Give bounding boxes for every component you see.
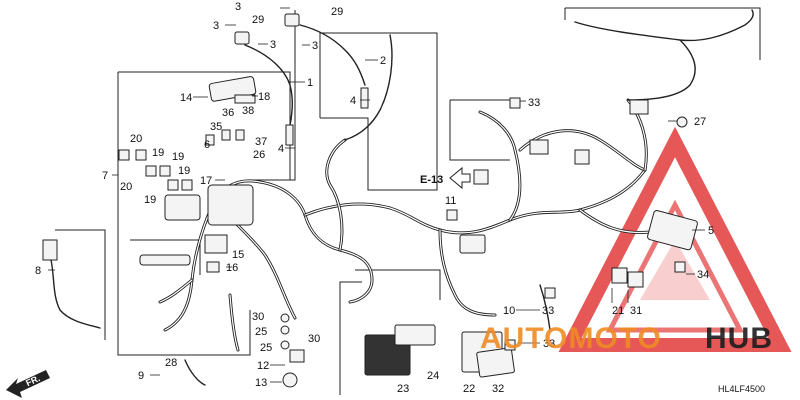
callout-14: 14	[180, 92, 192, 104]
sensor-wires	[49, 9, 754, 386]
callout-4b: 4	[350, 95, 356, 107]
components	[42, 13, 698, 388]
callout-10: 10	[503, 305, 515, 317]
watermark-text: AUTOMOTO HUB	[480, 322, 773, 355]
callout-25a: 25	[255, 326, 267, 338]
leader-lines	[48, 7, 705, 383]
callout-15: 15	[232, 249, 244, 261]
callout-37: 37	[255, 136, 267, 148]
callout-23: 23	[397, 383, 409, 395]
callout-33a: 33	[528, 97, 540, 109]
callout-26: 26	[253, 149, 265, 161]
callout-30b: 30	[308, 333, 320, 345]
callout-11: 11	[445, 195, 456, 207]
callout-7: 7	[102, 170, 108, 182]
callout-22: 22	[463, 383, 475, 395]
callout-24: 24	[427, 370, 439, 382]
callout-3b: 3	[213, 20, 219, 32]
callout-1: 1	[307, 77, 313, 89]
callout-4a: 4	[278, 143, 284, 155]
callouts: 1 2 3 3 3 3 4 4 5 6 7 8 9 10 11 12 13 14…	[35, 1, 714, 395]
callout-20b: 20	[120, 181, 132, 193]
watermark-text-a: AUTOMOTO	[480, 322, 662, 355]
main-harness	[158, 98, 652, 352]
callout-5: 5	[708, 225, 714, 237]
front-direction-arrow: FR.	[6, 370, 50, 398]
callout-28: 28	[165, 357, 177, 369]
callout-30a: 30	[252, 311, 264, 323]
callout-19a: 19	[152, 147, 164, 159]
callout-38: 38	[242, 105, 254, 117]
callout-34: 34	[697, 269, 709, 281]
callout-2: 2	[380, 55, 386, 67]
callout-32: 32	[492, 383, 504, 395]
reference-label: E-13	[420, 174, 443, 186]
callout-29a: 29	[252, 14, 264, 26]
diagram-code: HL4LF4500	[718, 384, 765, 394]
callout-29b: 29	[331, 6, 343, 18]
callout-18: 18	[258, 91, 270, 103]
callout-16: 16	[226, 262, 238, 274]
callout-35: 35	[210, 121, 222, 133]
callout-13: 13	[255, 377, 267, 389]
callout-19d: 19	[144, 194, 156, 206]
callout-19c: 19	[178, 165, 190, 177]
callout-3c: 3	[270, 39, 276, 51]
callout-8: 8	[35, 265, 41, 277]
watermark-text-b: HUB	[705, 322, 773, 355]
callout-31: 31	[630, 305, 642, 317]
callout-9: 9	[138, 370, 144, 382]
callout-25b: 25	[260, 342, 272, 354]
callout-33c: 33	[543, 338, 555, 350]
callout-36: 36	[222, 107, 234, 119]
callout-6: 6	[204, 139, 210, 151]
callout-21: 21	[612, 305, 624, 317]
callout-12: 12	[257, 360, 269, 372]
callout-19b: 19	[172, 151, 184, 163]
callout-17: 17	[200, 175, 212, 187]
callout-20a: 20	[130, 133, 142, 145]
reference-e13	[449, 166, 471, 190]
callout-3a: 3	[235, 1, 241, 13]
callout-27: 27	[694, 116, 706, 128]
callout-33b: 33	[542, 305, 554, 317]
callout-3d: 3	[312, 40, 318, 52]
